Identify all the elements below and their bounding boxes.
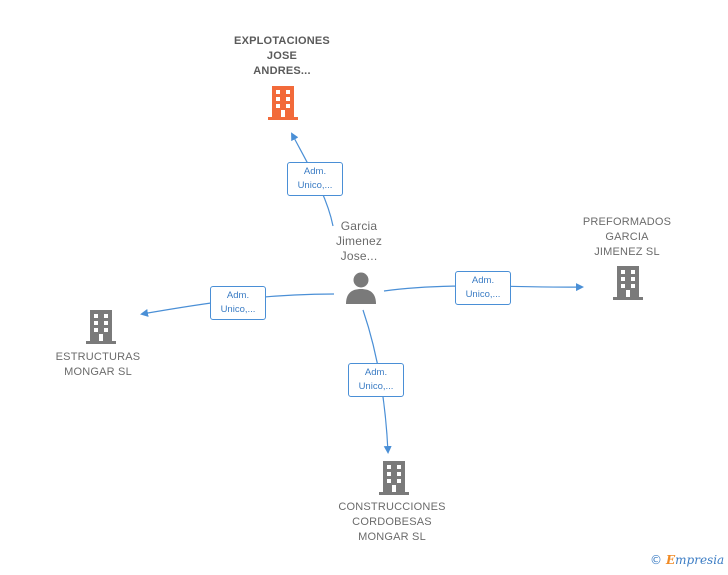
edge-role-line: Unico,... [220,304,256,315]
edge-label-estructuras[interactable]: Adm. Unico,... [210,286,266,320]
copyright-symbol: © [650,553,662,567]
company-label-preformados[interactable]: PREFORMADOS GARCIA JIMENEZ SL [582,216,672,258]
brand-initial: E [666,553,676,567]
building-icon[interactable] [379,461,409,495]
empresia-logo[interactable]: © Empresia [650,553,724,567]
company-label-estructuras[interactable]: ESTRUCTURAS MONGAR SL [55,351,141,378]
edge-role-line: Adm. [226,290,250,301]
edge-role-line: Unico,... [465,289,501,300]
edge-role-line: Unico,... [358,381,394,392]
building-icon[interactable] [613,266,643,300]
edge-label-explotaciones[interactable]: Adm. Unico,... [287,162,343,196]
building-icon[interactable] [268,86,298,120]
person-label[interactable]: Garcia Jimenez Jose... [335,219,383,263]
building-icon[interactable] [86,310,116,344]
company-label-construcciones[interactable]: CONSTRUCCIONES CORDOBESAS MONGAR SL [338,501,446,543]
company-label-explotaciones[interactable]: EXPLOTACIONES JOSE ANDRES... [234,35,330,77]
edge-role-line: Adm. [364,367,388,378]
edge-label-preformados[interactable]: Adm. Unico,... [455,271,511,305]
brand-name: mpresia [675,553,725,567]
edge-role-line: Adm. [471,275,495,286]
edge-label-construcciones[interactable]: Adm. Unico,... [348,363,404,397]
person-icon[interactable] [344,271,378,305]
edge-role-line: Unico,... [297,180,333,191]
edge-role-line: Adm. [303,166,327,177]
